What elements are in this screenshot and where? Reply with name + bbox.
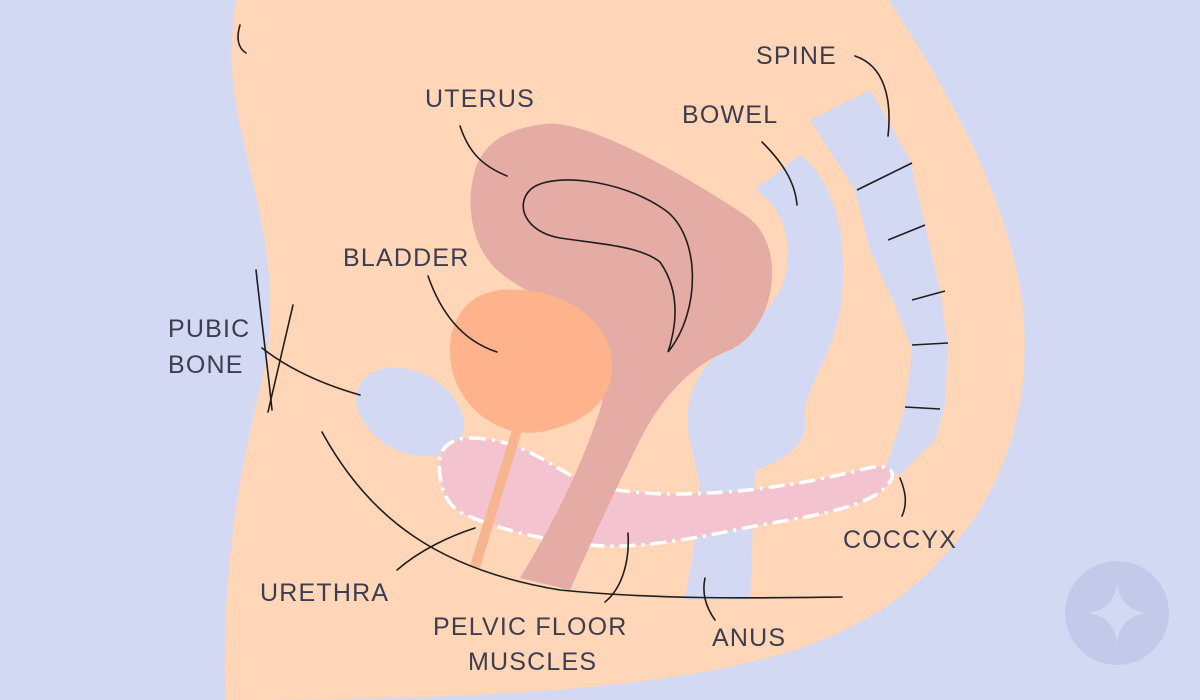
pelvic-floor-shape [437,436,895,548]
label-uterus: UTERUS [425,85,535,113]
uterus-cavity-outline [522,179,694,353]
spine-leader [854,55,890,137]
label-bowel: BOWEL [682,101,778,129]
label-pubic-bone-line2: BONE [168,351,244,379]
perineum-contour [321,431,843,599]
label-spine: SPINE [756,42,837,70]
brand-logo [1065,561,1169,665]
sparkle-icon [1087,583,1147,643]
bladder-leader [427,275,498,353]
coccyx-leader [899,477,907,517]
bladder-shape [450,289,613,433]
label-bladder: BLADDER [343,244,470,272]
navel-mark [237,24,247,54]
label-pelvic-floor-line2: MUSCLES [468,648,597,676]
bowel-leader [761,141,798,206]
spine-disc-lines [856,162,949,410]
label-anus: ANUS [712,624,786,652]
uterus-shape [470,123,773,590]
label-coccyx: COCCYX [843,526,957,554]
label-urethra: URETHRA [260,579,389,607]
urethra-shape [470,430,522,568]
bowel-shape [685,155,844,600]
abdomen-contour [255,269,273,411]
label-pelvic-floor-line1: PELVIC FLOOR [433,613,628,641]
pubic-bone-marker [267,304,294,413]
urethra-leader [396,527,476,571]
label-pubic-bone-line1: PUBIC [168,315,250,343]
pubic-bone-shape [356,367,464,457]
anus-leader [703,577,716,621]
uterus-leader [459,125,508,177]
pubic-bone-leader [261,347,361,396]
pelvic-floor-leader [604,532,630,603]
